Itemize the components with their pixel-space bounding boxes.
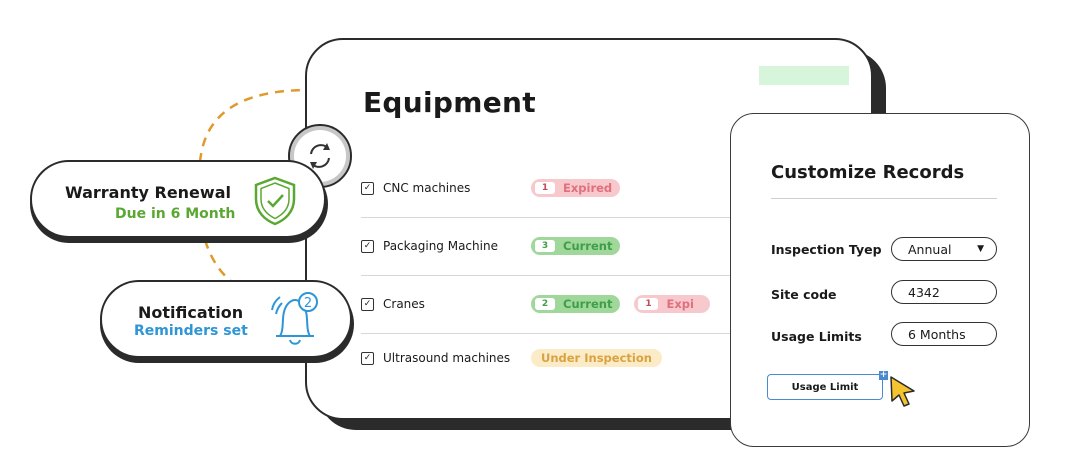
checkbox[interactable]: ✓ xyxy=(361,181,374,195)
bell-icon: 2 xyxy=(271,292,318,345)
panel-divider xyxy=(771,198,997,199)
badge-count: 2 xyxy=(535,298,555,310)
current-badge: 2 Current xyxy=(531,295,621,313)
badge-count: 3 xyxy=(535,240,555,252)
customize-records-panel: Customize Records Inspection Tyep Annual… xyxy=(730,113,1030,447)
expired-badge: 1 Expi xyxy=(634,295,710,313)
site-code-label: Site code xyxy=(771,287,837,302)
sync-icon xyxy=(310,143,330,169)
badge-count: 1 xyxy=(535,182,555,194)
bell-badge-count: 2 xyxy=(304,296,312,311)
equipment-row-cranes[interactable]: ✓ Cranes 2 Current 1 Expi xyxy=(361,275,781,334)
inspection-type-select[interactable]: Annual ▼ xyxy=(891,237,997,261)
equipment-row-cnc[interactable]: ✓ CNC machines 1 Expired xyxy=(361,159,781,218)
notification-title: Notification xyxy=(138,303,244,322)
equipment-row-packaging[interactable]: ✓ Packaging Machine 3 Current xyxy=(361,217,781,276)
usage-limit-button[interactable]: Usage Limit xyxy=(767,374,883,400)
equipment-label: Ultrasound machines xyxy=(383,351,511,365)
notification-pill: Notification Reminders set 2 xyxy=(100,280,352,358)
equipment-row-ultrasound[interactable]: ✓ Ultrasound machines Under Inspection xyxy=(361,329,781,387)
inspection-type-value: Annual xyxy=(908,241,952,257)
chevron-down-icon: ▼ xyxy=(977,244,984,254)
status-chip xyxy=(759,66,849,85)
notification-subtitle: Reminders set xyxy=(134,323,248,339)
usage-limits-value: 6 Months xyxy=(908,326,966,342)
usage-limits-input[interactable]: 6 Months xyxy=(891,322,997,346)
badge-count: 1 xyxy=(638,298,659,310)
equipment-label: Packaging Machine xyxy=(383,239,498,253)
badge-text: Current xyxy=(563,297,613,311)
shield-check-icon xyxy=(254,176,296,226)
inspection-badge: Under Inspection xyxy=(531,349,662,367)
badge-text: Expi xyxy=(666,297,694,311)
equipment-label: Cranes xyxy=(383,297,425,311)
checkbox[interactable]: ✓ xyxy=(361,351,374,365)
site-code-input[interactable]: 4342 xyxy=(891,280,997,304)
usage-limits-label: Usage Limits xyxy=(771,329,862,344)
warranty-subtitle: Due in 6 Month xyxy=(115,206,236,222)
checkbox[interactable]: ✓ xyxy=(361,297,374,311)
site-code-value: 4342 xyxy=(908,284,940,300)
plus-icon: + xyxy=(879,370,888,380)
checkbox[interactable]: ✓ xyxy=(361,239,374,253)
inspection-type-label: Inspection Tyep xyxy=(771,242,882,257)
current-badge: 3 Current xyxy=(531,237,621,255)
badge-text: Expired xyxy=(563,181,613,195)
warranty-pill: Warranty Renewal Due in 6 Month xyxy=(30,160,326,238)
equipment-label: CNC machines xyxy=(383,181,471,195)
panel-title: Customize Records xyxy=(771,162,965,183)
warranty-title: Warranty Renewal xyxy=(65,183,231,202)
expired-badge: 1 Expired xyxy=(531,179,621,197)
badge-text: Current xyxy=(563,239,613,253)
equipment-title: Equipment xyxy=(363,86,536,119)
cursor-icon xyxy=(890,376,915,407)
